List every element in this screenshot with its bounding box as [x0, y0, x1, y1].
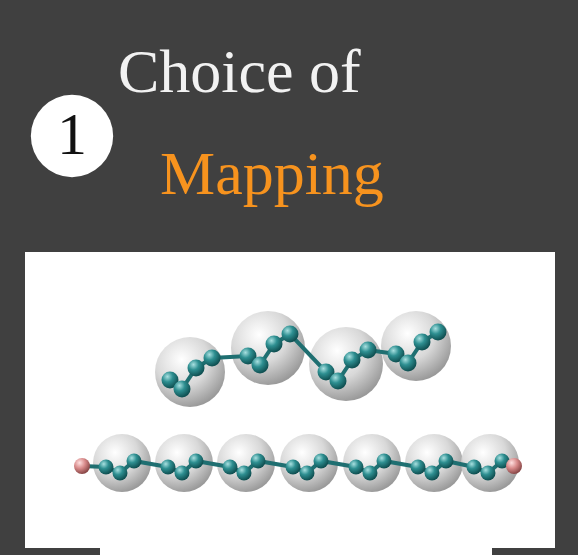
- bead: [400, 355, 417, 372]
- bead: [349, 460, 364, 475]
- bead: [252, 357, 269, 374]
- bead: [430, 324, 447, 341]
- bead: [506, 458, 522, 474]
- number-circle: 1: [30, 94, 114, 178]
- bead: [231, 311, 305, 385]
- bead: [282, 326, 299, 343]
- step-number: 1: [30, 104, 114, 164]
- bond: [170, 332, 438, 389]
- bead: [425, 466, 440, 481]
- bead: [251, 454, 266, 469]
- bead: [467, 460, 482, 475]
- bead: [237, 466, 252, 481]
- white-panel: [100, 540, 492, 555]
- bead: [481, 466, 496, 481]
- bead: [330, 373, 347, 390]
- bead: [188, 360, 205, 377]
- bead: [414, 334, 431, 351]
- bead: [286, 460, 301, 475]
- bead: [344, 352, 361, 369]
- bead: [175, 466, 190, 481]
- heading-highlight: Mapping: [160, 142, 384, 204]
- bead: [113, 466, 128, 481]
- bead: [74, 458, 90, 474]
- bead: [127, 454, 142, 469]
- bead: [363, 466, 378, 481]
- white-panel: [25, 252, 555, 548]
- bead: [411, 460, 426, 475]
- bead: [155, 337, 225, 407]
- bead: [204, 350, 221, 367]
- bead: [377, 454, 392, 469]
- bead: [99, 460, 114, 475]
- bead: [381, 311, 451, 381]
- bead: [300, 466, 315, 481]
- bead: [439, 454, 454, 469]
- bead: [360, 342, 377, 359]
- heading-line: Choice of: [118, 40, 361, 102]
- bead: [314, 454, 329, 469]
- bead: [266, 336, 283, 353]
- bead: [174, 381, 191, 398]
- bead: [223, 460, 238, 475]
- bead: [189, 454, 204, 469]
- bead: [161, 460, 176, 475]
